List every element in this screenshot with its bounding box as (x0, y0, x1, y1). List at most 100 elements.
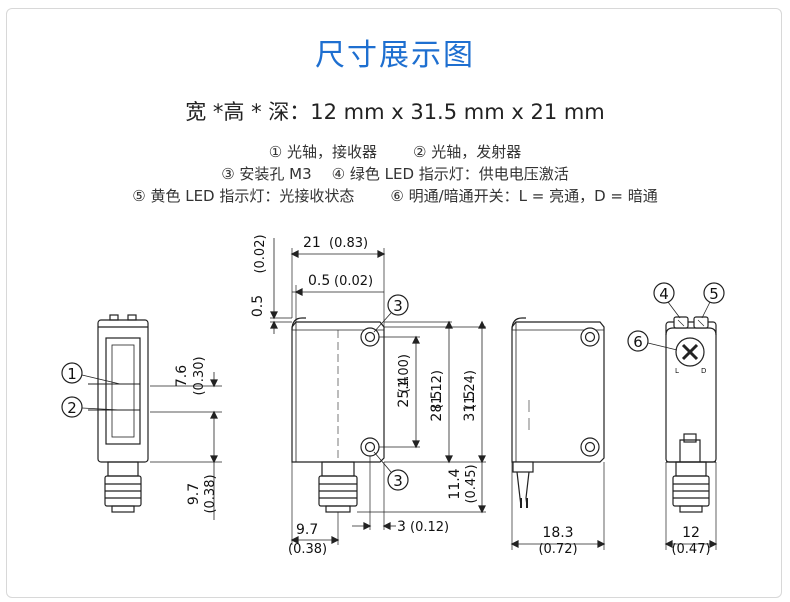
callout-3-leader (373, 312, 392, 333)
callout-4-leader (667, 301, 681, 319)
callout-1: 1 (61, 362, 121, 385)
cable-gland (512, 461, 534, 473)
legend-item-5: ⑤ 黄色 LED 指示灯：光接收状态 (132, 187, 355, 205)
front-connector-neck (107, 461, 139, 477)
callout-3b-circle (387, 469, 409, 491)
dim-arrow (363, 522, 372, 530)
dim-0-5-inch: (0.02) (334, 274, 373, 289)
front-top-tab-2 (127, 314, 137, 321)
legend-item-1: ① 光轴，接收器 (268, 143, 377, 161)
dim-31-5-inch: (1.24) (463, 370, 478, 409)
dim-0-5-top-inch: (0.02) (253, 234, 268, 273)
yellow-led (693, 316, 709, 329)
dim-21-value: 21 (303, 235, 321, 251)
dim-arrow (294, 288, 303, 296)
legend-item-4: ④ 绿色 LED 指示灯：供电电压激活 (331, 165, 569, 183)
dim-11-4-value: 11.4 (447, 468, 463, 499)
dim-arrow (382, 522, 391, 530)
dim-arrow (478, 320, 486, 329)
dim-0-5-value: 0.5 (308, 273, 330, 289)
front-lens-window (105, 337, 141, 445)
callout-6-leader (647, 342, 678, 351)
cable-hole-bottom-inner (584, 441, 596, 453)
green-led (673, 316, 689, 329)
mount-hole-top-inner (364, 331, 376, 343)
mount-hole-top (360, 327, 380, 347)
dim-arrow (377, 250, 386, 258)
callout-5-leader (701, 301, 711, 319)
callout-3b-label: 3 (393, 472, 403, 490)
side-top-dims (270, 238, 386, 334)
dimensions-summary: 宽 *高 * 深：12 mm x 31.5 mm x 21 mm (185, 100, 605, 124)
callout-6: 6 (627, 330, 678, 352)
cable-view (510, 317, 606, 550)
dim-12-value: 12 (682, 525, 700, 541)
side-connector-neck (321, 461, 355, 477)
callout-2-label: 2 (67, 399, 77, 417)
switch-x-2 (681, 343, 699, 361)
switch-label-d: D (701, 367, 706, 375)
dim-arrow (210, 455, 218, 464)
dim-9-7-h-value: 9.7 (296, 522, 318, 538)
dim-arrow (510, 540, 519, 548)
side-bottom-dims (290, 456, 396, 545)
dim-arrow (412, 335, 420, 344)
dim-7-6-value: 7.6 (174, 365, 190, 387)
dim-25-4-value: 25.4 (396, 376, 412, 407)
dim-9-7-h-inch: (0.38) (288, 542, 327, 557)
dim-9-7-inch: (0.38) (203, 474, 218, 513)
rear-notch (679, 439, 701, 462)
front-connector-tip (111, 505, 135, 513)
cable-top-tab (511, 317, 526, 331)
callout-3-label: 3 (393, 297, 403, 315)
legend-row-2: ③ 安装孔 M3 ④ 绿色 LED 指示灯：供电电压激活 (0, 163, 790, 184)
dim-21-inch: (0.83) (329, 236, 368, 251)
callout-4-circle (653, 282, 675, 304)
dim-arrow (664, 540, 673, 548)
dim-arrow (270, 320, 278, 329)
led-detail-2 (697, 319, 705, 327)
rear-notch-tab (683, 433, 697, 443)
callout-6-circle (627, 330, 649, 352)
dim-0-5-top-value: 0.5 (250, 295, 266, 317)
cable-hole-bottom (580, 437, 600, 457)
led-detail (677, 319, 685, 327)
switch-label-l: L (675, 367, 679, 375)
callout-2: 2 (61, 396, 121, 418)
front-lens-inner (111, 344, 135, 438)
legend-item-2: ② 光轴，发射器 (413, 143, 522, 161)
dim-18-3-inch: (0.72) (538, 542, 577, 557)
side-connector-tip (325, 505, 351, 513)
mount-hole-bottom (360, 437, 380, 457)
dim-arrow (478, 505, 486, 514)
dim-3-value: 3 (397, 519, 406, 535)
dim-arrow (290, 536, 299, 544)
callout-2-circle (61, 396, 83, 418)
side-right-dims (357, 320, 486, 514)
dim-28-5-inch: (1.12) (430, 370, 445, 409)
legend-row-1: ① 光轴，接收器 ② 光轴，发射器 (0, 141, 790, 162)
mount-hole-bottom-inner (364, 441, 376, 453)
dim-31-5-value: 31.5 (462, 390, 478, 421)
dim-arrow (478, 455, 486, 464)
dim-25-4-inch: (1.00) (397, 354, 412, 393)
callout-3b-leader (373, 451, 392, 473)
callout-4-label: 4 (659, 285, 669, 303)
page-title: 尺寸展示图 (315, 38, 475, 73)
rear-view: L D (664, 316, 718, 550)
callout-5: 5 (701, 282, 725, 319)
dim-arrow (445, 455, 453, 464)
dim-3-inch: (0.12) (410, 520, 449, 535)
dim-7-6-inch: (0.30) (192, 356, 207, 395)
dim-arrow (412, 440, 420, 449)
callout-1-leader (81, 374, 121, 385)
callout-1-label: 1 (67, 365, 77, 383)
callout-4: 4 (653, 282, 681, 319)
callout-6-label: 6 (633, 333, 643, 351)
legend-item-3: ③ 安装孔 M3 (221, 165, 312, 183)
cable-hole-top-inner (584, 331, 596, 343)
cable-hole-top (580, 327, 600, 347)
dim-arrow (270, 311, 278, 320)
